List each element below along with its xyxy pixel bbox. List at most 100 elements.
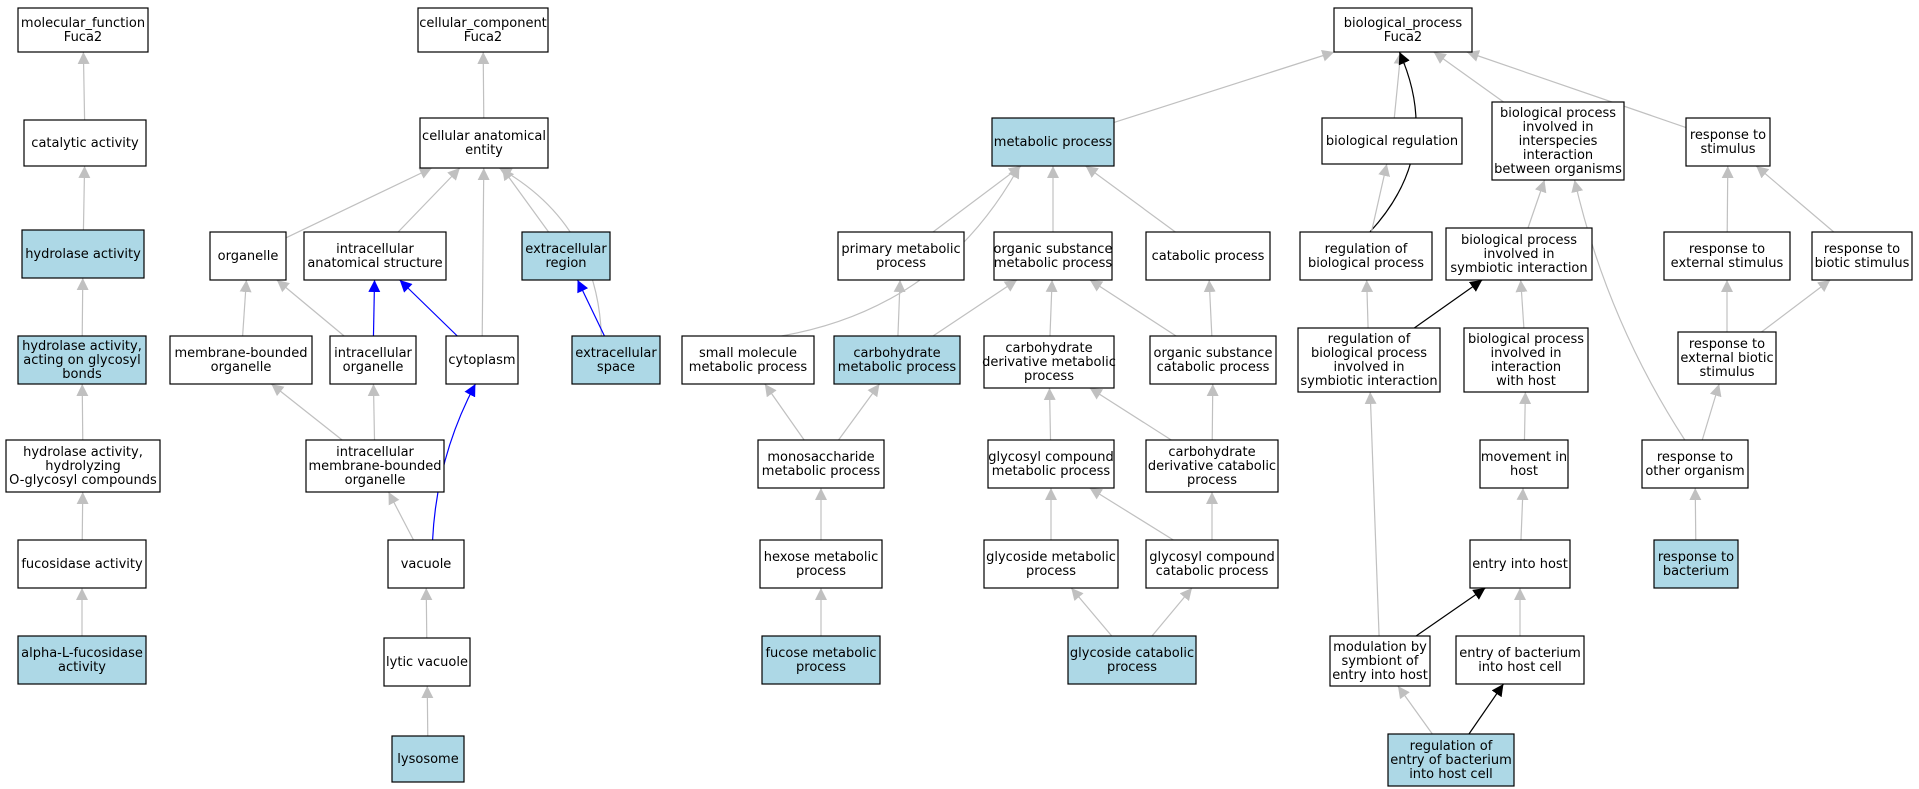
node-bio-reg[interactable]: biological regulation: [1321, 117, 1463, 165]
node-label-line: monosaccharide: [767, 450, 874, 465]
edge-organic_cat-to-organic_met: [1089, 279, 1177, 337]
node-label-line: symbiont of: [1342, 654, 1419, 669]
edge-line: [1415, 587, 1486, 637]
node-label-line: hydrolyzing: [45, 459, 120, 474]
node-label-line: anatomical structure: [307, 256, 442, 271]
edge-line: [932, 165, 1022, 233]
edge-resp_stimulus-to-bp_root: [1466, 50, 1687, 129]
node-lytic-vacuole[interactable]: lytic vacuole: [383, 637, 471, 687]
node-box: [1333, 7, 1473, 53]
edge-line: [368, 279, 381, 337]
node-label-line: movement in: [1481, 450, 1567, 465]
node-hydrolase-glycosyl[interactable]: hydrolase activity,acting on glycosylbon…: [17, 335, 147, 385]
edge-extracellular_space-to-extracellular_region: [576, 279, 606, 337]
node-label-line: metabolic process: [992, 464, 1111, 479]
node-label-line: regulation of: [1328, 332, 1411, 347]
node-metabolic[interactable]: metabolic process: [991, 117, 1115, 167]
edge-line: [1070, 587, 1113, 637]
edge-line: [76, 383, 89, 441]
node-organelle[interactable]: organelle: [209, 231, 287, 281]
node-catalytic[interactable]: catalytic activity: [23, 119, 147, 167]
node-label-line: process: [876, 256, 926, 271]
node-entry-host[interactable]: entry into host: [1469, 539, 1571, 589]
node-hydrolase[interactable]: hydrolase activity: [21, 229, 145, 279]
node-label-line: into host cell: [1478, 660, 1562, 675]
node-label-line: interaction: [1523, 148, 1593, 163]
edge-vacuole-to-cytoplasm: [431, 383, 476, 541]
edge-line: [932, 279, 1018, 337]
node-box: [1663, 231, 1791, 281]
edge-intracellular_as-to-cae: [397, 167, 461, 233]
edge-resp_other-to-resp_ext_biotic: [1701, 383, 1722, 441]
node-label-line: derivative metabolic: [982, 355, 1116, 370]
node-hydrolase-oglycosyl[interactable]: hydrolase activity,hydrolyzingO-glycosyl…: [5, 439, 161, 493]
edge-line: [1203, 279, 1216, 337]
edge-line: [1045, 279, 1058, 337]
node-label-line: external biotic: [1680, 351, 1773, 366]
node-label-line: metabolic process: [838, 360, 957, 375]
edge-line: [1433, 51, 1504, 103]
node-cytoplasm[interactable]: cytoplasm: [445, 335, 519, 385]
node-box: [759, 539, 883, 589]
node-vacuole[interactable]: vacuole: [387, 539, 465, 589]
edge-modulation-to-entry_host: [1415, 587, 1486, 637]
node-lysosome[interactable]: lysosome: [391, 735, 465, 783]
node-label-line: glycosyl compound: [1149, 550, 1275, 565]
edge-line: [397, 167, 461, 233]
node-box: [1491, 101, 1625, 181]
node-label-line: derivative catabolic: [1148, 459, 1276, 474]
node-label-line: biological process: [1461, 233, 1577, 248]
node-label-line: O-glycosyl compounds: [9, 473, 157, 488]
node-label-line: carbohydrate: [1168, 445, 1255, 460]
edge-primary_met-to-metabolic: [932, 165, 1022, 233]
node-label-line: organelle: [218, 249, 279, 264]
node-box: [761, 635, 881, 685]
node-catabolic[interactable]: catabolic process: [1145, 231, 1271, 281]
node-label-line: organelle: [211, 360, 272, 375]
node-label-line: symbiotic interaction: [1450, 261, 1587, 276]
node-fucosidase[interactable]: fucosidase activity: [17, 539, 147, 589]
edge-extracellular_region-to-cae: [501, 167, 550, 233]
node-label-line: alpha-L-fucosidase: [21, 646, 143, 661]
